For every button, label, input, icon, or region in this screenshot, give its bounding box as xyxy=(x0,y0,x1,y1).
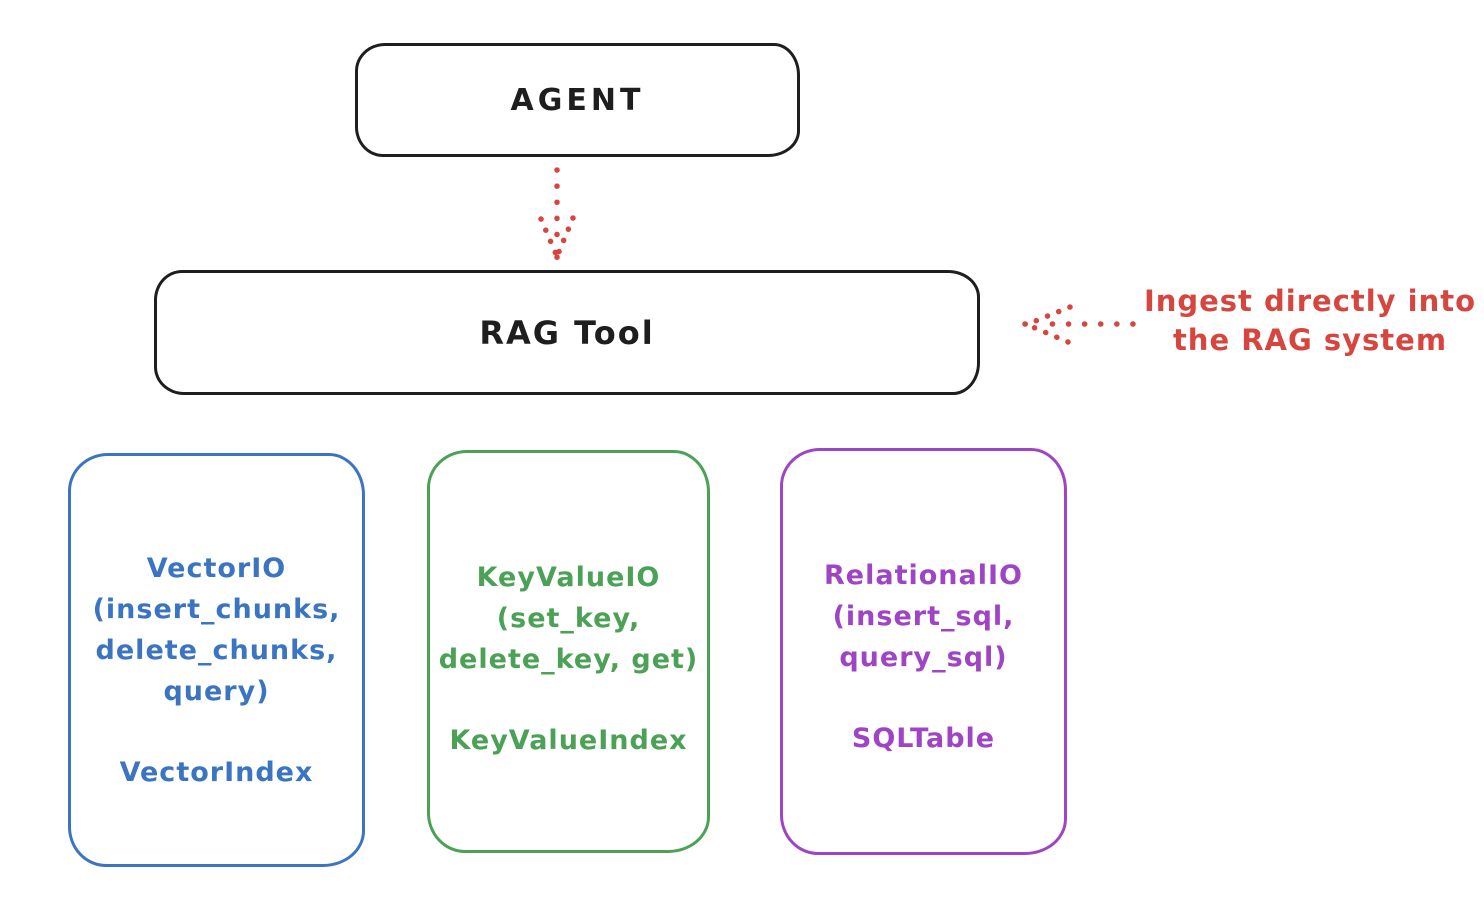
io-box-line: delete_key, get) xyxy=(438,644,699,675)
ingest-annotation: Ingest directly into the RAG system xyxy=(1140,282,1480,360)
keyvalue-io-description: KeyValueIO (set_key, delete_key, get) xyxy=(430,557,707,680)
agent-node: AGENT xyxy=(355,43,800,157)
rag-tool-node: RAG Tool xyxy=(154,270,980,395)
io-box-line: KeyValueIO xyxy=(476,562,661,593)
agent-node-label: AGENT xyxy=(510,82,645,118)
vector-io-node: VectorIO (insert_chunks, delete_chunks, … xyxy=(68,453,365,867)
dotted-arrow-annotation-to-ragtool-icon xyxy=(1022,304,1136,345)
io-box-line: RelationalIO xyxy=(824,560,1023,591)
io-box-line: query_sql) xyxy=(839,642,1008,673)
ingest-annotation-line2: the RAG system xyxy=(1172,323,1448,357)
io-box-line: (insert_sql, xyxy=(832,601,1015,632)
io-box-line: (insert_chunks, xyxy=(92,594,341,625)
vector-index-label: VectorIndex xyxy=(119,757,314,788)
relational-io-description: RelationalIO (insert_sql, query_sql) xyxy=(783,555,1064,678)
keyvalue-io-node: KeyValueIO (set_key, delete_key, get) Ke… xyxy=(427,450,710,853)
sql-table-label: SQLTable xyxy=(851,723,996,754)
ingest-annotation-line1: Ingest directly into xyxy=(1143,284,1477,318)
io-box-line: (set_key, xyxy=(496,603,641,634)
io-box-line: VectorIO xyxy=(146,553,287,584)
vector-io-description: VectorIO (insert_chunks, delete_chunks, … xyxy=(71,548,362,712)
dotted-arrow-agent-to-ragtool-icon xyxy=(538,167,576,260)
io-box-line: delete_chunks, xyxy=(95,635,338,666)
keyvalue-index-label: KeyValueIndex xyxy=(449,725,688,756)
io-box-line: query) xyxy=(163,676,270,707)
rag-tool-node-label: RAG Tool xyxy=(479,313,655,352)
relational-io-node: RelationalIO (insert_sql, query_sql) SQL… xyxy=(780,448,1067,855)
